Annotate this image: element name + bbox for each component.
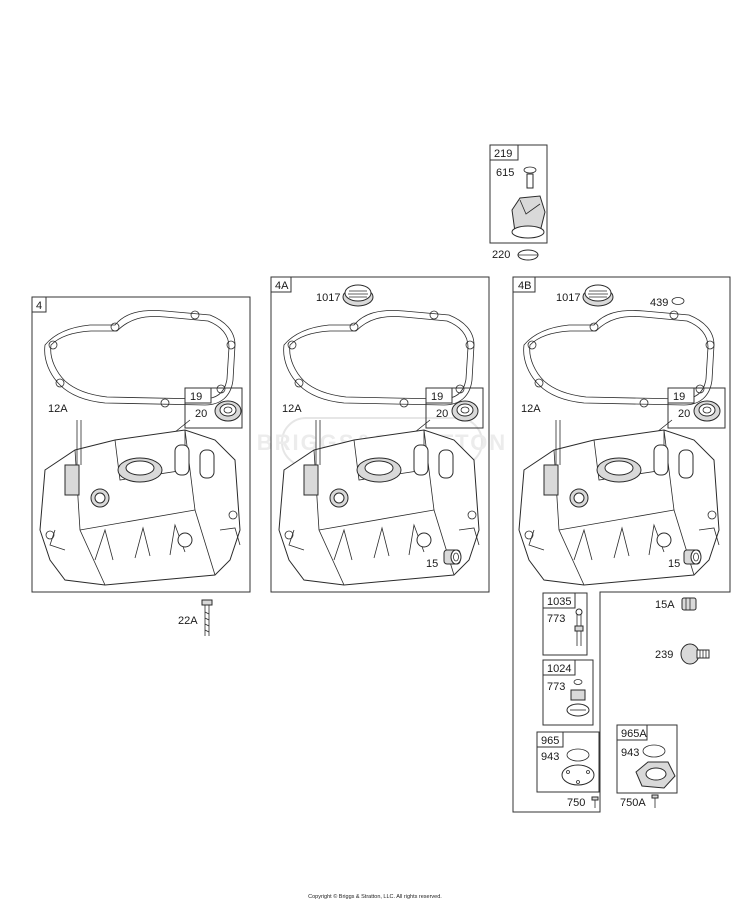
- oil-pressure-switch: [680, 643, 710, 665]
- kit-1035-label: 1035: [547, 596, 571, 608]
- plug-label: 1017: [556, 292, 580, 304]
- governor-box-label: 219: [494, 148, 512, 160]
- dipstick-plug: [342, 284, 374, 307]
- gasket-label: 12A: [521, 403, 541, 415]
- panel-4a: 4A 1017 12A 19 20 15: [270, 276, 490, 593]
- oil-seal: [451, 400, 479, 422]
- gasket-label: 12A: [282, 403, 302, 415]
- gasket-label: 12A: [48, 403, 68, 415]
- kit-1024-part-label: 773: [547, 681, 565, 693]
- oring-label: 439: [650, 297, 668, 309]
- o-ring: [671, 297, 685, 305]
- fitting-15a-label: 15A: [655, 599, 675, 611]
- seal-box-label: 19: [190, 391, 202, 403]
- seal-label: 20: [436, 408, 448, 420]
- clip-label: 615: [496, 167, 514, 179]
- panel-4-tag: 4: [36, 300, 42, 312]
- crankcase-sump: [39, 419, 241, 586]
- kit-965-label: 965: [541, 735, 559, 747]
- kit-965: 965 943 750: [536, 731, 600, 809]
- kit-965a-ring-label: 943: [621, 747, 639, 759]
- washer-label: 220: [492, 249, 510, 261]
- kit-965a: 965A 943 750A: [616, 724, 678, 809]
- panel-4b: 4B 1017 439 12A 19 20 15 15A 239: [512, 276, 731, 813]
- fitting-label: 15: [668, 558, 680, 570]
- elbow-fitting: [443, 549, 462, 565]
- oil-seal: [214, 400, 242, 422]
- kit-965-ring-label: 943: [541, 751, 559, 763]
- oil-seal: [693, 400, 721, 422]
- kit-1024-label: 1024: [547, 663, 571, 675]
- seal-box-label: 19: [673, 391, 685, 403]
- bolt-22a: 22A: [178, 599, 213, 636]
- panel-4b-tag: 4B: [518, 280, 531, 292]
- kit-1024: 1024 773: [542, 659, 594, 726]
- seal-label: 20: [195, 408, 207, 420]
- fitting-label: 15: [426, 558, 438, 570]
- elbow-fitting: [683, 549, 702, 565]
- panel-4a-tag: 4A: [275, 280, 289, 292]
- plug-label: 1017: [316, 292, 340, 304]
- copyright-notice: Copyright © Briggs & Stratton, LLC. All …: [308, 893, 442, 900]
- fitting-15a: [681, 597, 697, 611]
- switch-label: 239: [655, 649, 673, 661]
- kit-1035: 1035 773: [542, 592, 588, 656]
- dipstick-plug: [582, 284, 614, 307]
- kit-1035-part-label: 773: [547, 613, 565, 625]
- screw-750-label: 750: [567, 797, 585, 809]
- governor-kit-219: 219 615 220: [489, 144, 548, 261]
- seal-label: 20: [678, 408, 690, 420]
- bolt-label: 22A: [178, 615, 198, 627]
- kit-965a-label: 965A: [621, 728, 647, 740]
- seal-box-label: 19: [431, 391, 443, 403]
- panel-4: 4 12A 19 20: [31, 296, 251, 593]
- screw-750a-label: 750A: [620, 797, 646, 809]
